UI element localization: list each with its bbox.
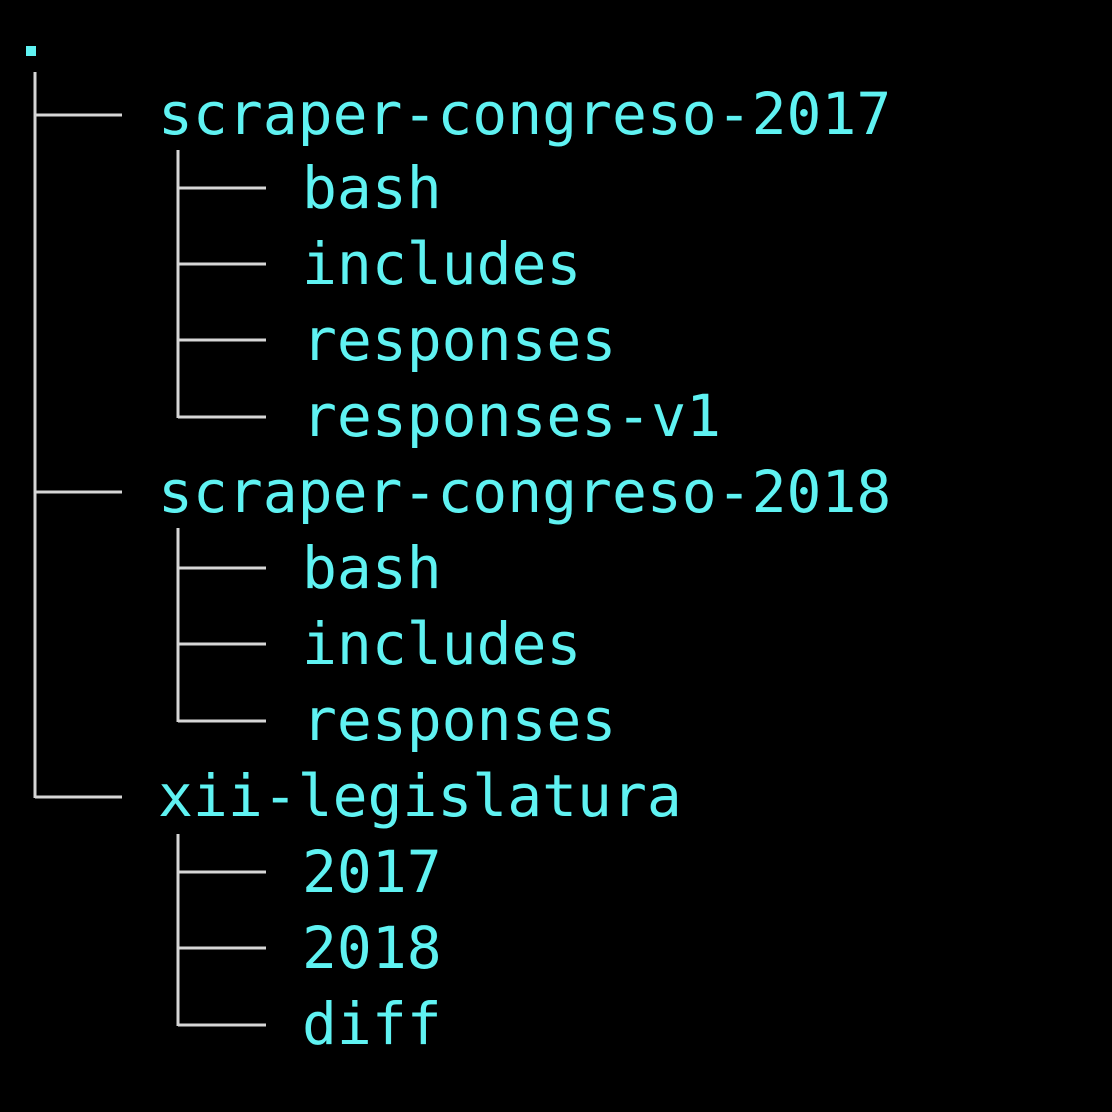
folder-scraper-congreso-2017: scraper-congreso-2017 [158,80,892,148]
subfolder-responses: responses [302,306,617,374]
folder-xii-legislatura: xii-legislatura [158,762,682,830]
subfolder-bash: bash [302,154,442,222]
subfolder-2018: 2018 [302,914,442,982]
subfolder-diff: diff [302,990,442,1058]
subfolder-includes: includes [302,230,582,298]
root-dot [26,46,36,56]
subfolder-bash: bash [302,534,442,602]
subfolder-responses: responses [302,686,617,754]
subfolder-2017: 2017 [302,838,442,906]
folder-scraper-congreso-2018: scraper-congreso-2018 [158,458,892,526]
subfolder-includes: includes [302,610,582,678]
subfolder-responses-v1: responses-v1 [302,382,722,450]
